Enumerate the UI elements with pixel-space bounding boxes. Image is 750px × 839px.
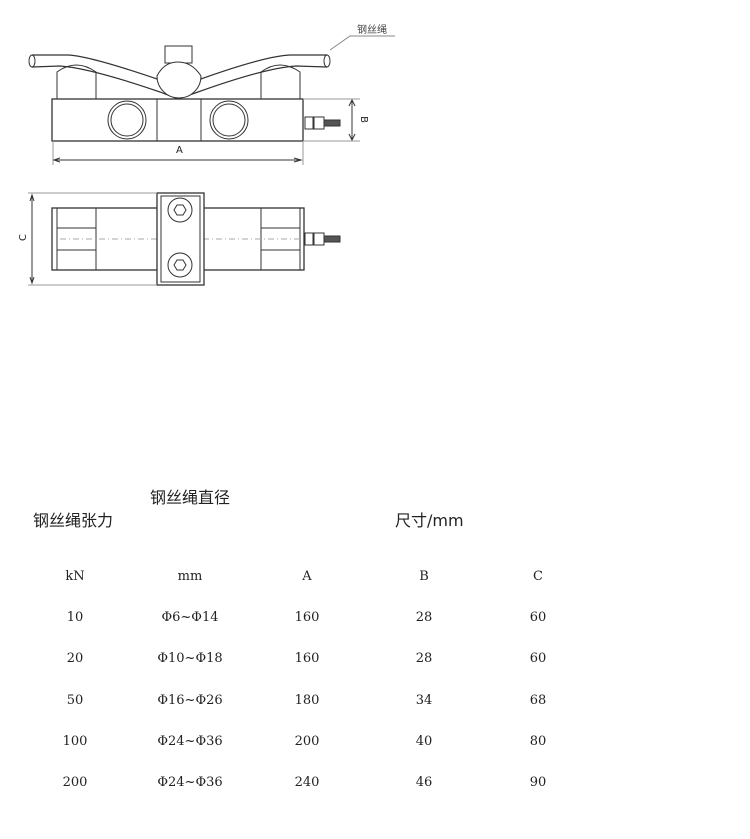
unit-dim-c: C [533,569,543,584]
cell-dim-a: 160 [294,651,320,666]
cell-dim-b: 28 [415,610,433,625]
cell-dim-a: 160 [294,610,320,625]
front-view [28,35,395,165]
cell-diameter: Φ16~Φ26 [157,693,223,708]
cell-diameter: Φ10~Φ18 [157,651,223,666]
cell-dim-b: 40 [415,734,433,749]
cell-diameter: Φ24~Φ36 [157,775,223,790]
header-diameter: 钢丝绳直径 [150,488,231,507]
load-cell-drawing [28,35,395,286]
cell-tension: 10 [66,610,84,625]
cell-dim-b: 34 [415,693,433,708]
unit-dim-a: A [302,569,312,584]
cell-tension: 200 [62,775,88,790]
header-tension: 钢丝绳张力 [33,511,114,530]
cell-dim-c: 60 [529,610,547,625]
cell-dim-c: 68 [529,693,547,708]
dimension-a-label: A [176,145,183,156]
rope-label: 钢丝绳 [357,25,387,36]
cell-dim-c: 60 [529,651,547,666]
unit-tension: kN [65,569,85,584]
cell-dim-a: 180 [294,693,320,708]
dimension-b-label: B [357,116,369,123]
cell-dim-a: 200 [294,734,320,749]
cell-tension: 20 [66,651,84,666]
cell-dim-a: 240 [294,775,320,790]
cell-tension: 50 [66,693,84,708]
unit-diameter: mm [177,569,203,584]
cell-diameter: Φ6~Φ14 [161,610,219,625]
plan-view [28,192,341,286]
cell-dim-c: 90 [529,775,547,790]
cell-dim-b: 46 [415,775,433,790]
unit-dim-b: B [419,569,429,584]
header-dimensions: 尺寸/mm [395,511,464,530]
dimension-c-label: C [17,234,29,241]
cell-dim-c: 80 [529,734,547,749]
cell-tension: 100 [62,734,88,749]
cell-diameter: Φ24~Φ36 [157,734,223,749]
cell-dim-b: 28 [415,651,433,666]
